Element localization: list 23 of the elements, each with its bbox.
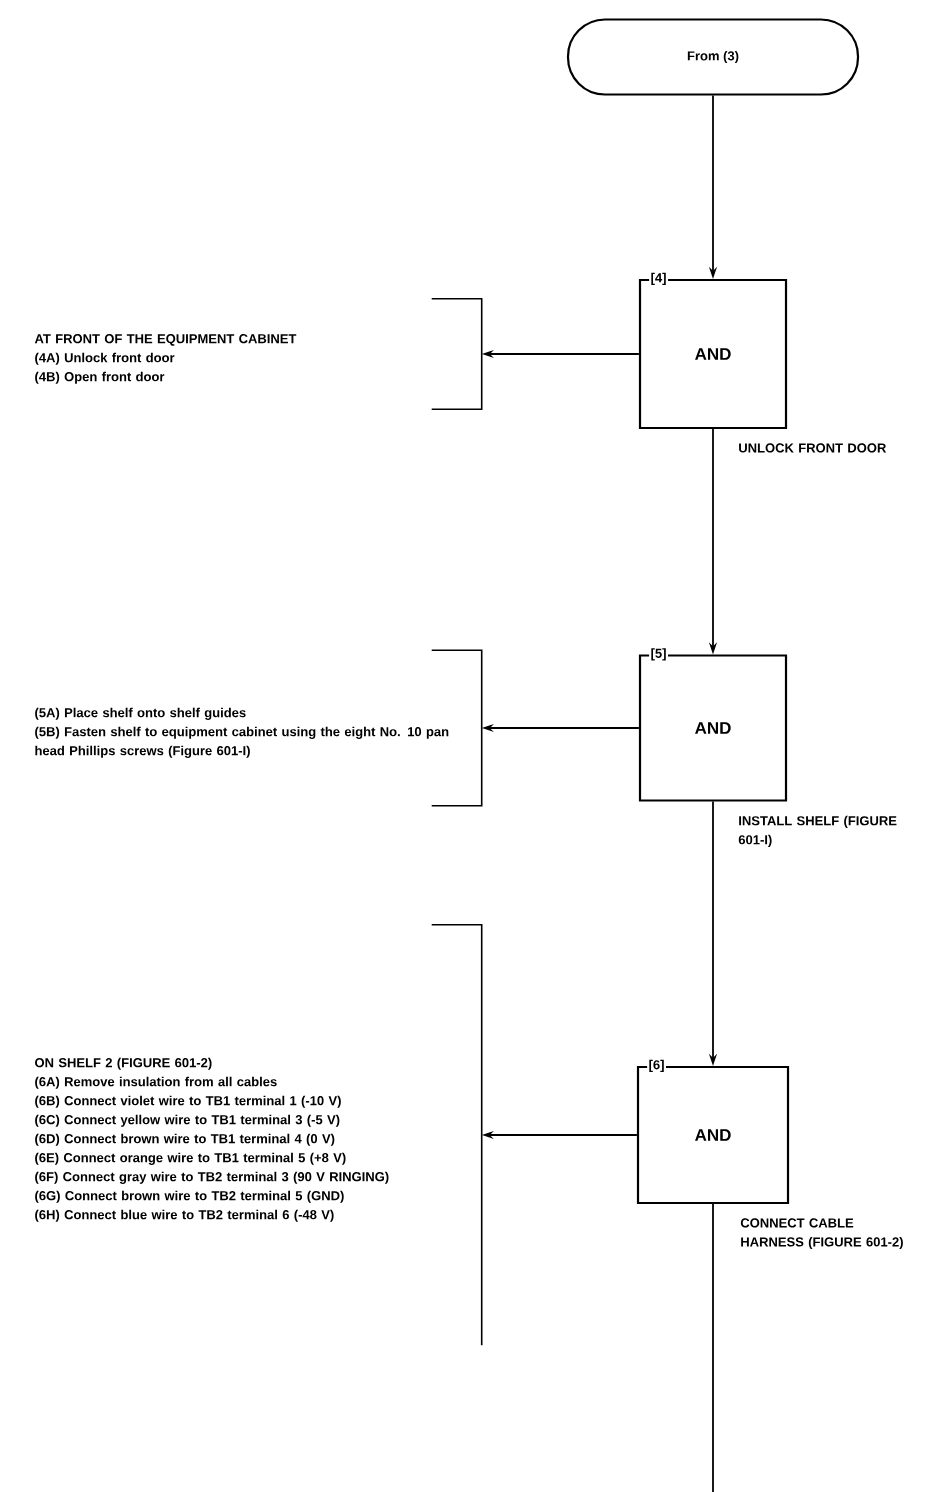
step-text: (6H) Connect blue wire to TB2 terminal 6 (-48 V) [35,1209,334,1222]
step-caption: UNLOCK FRONT DOOR [739,443,887,453]
step-text: (4A) Unlock front door [35,352,175,365]
step-text: (5B) Fasten shelf to equipment cabinet using the eight No. 10 pan head Phillips screws (Figure 601-I) [35,726,449,758]
gate-label: AND [695,348,731,360]
step-text: ON SHELF 2 (FIGURE 601-2) [35,1057,212,1070]
step-text: (6F) Connect gray wire to TB2 terminal 3 (90 V RINGING) [35,1171,389,1184]
step-caption: CONNECT CABLE HARNESS (FIGURE 601-2) [740,1218,903,1250]
step-text: (6A) Remove insulation from all cables [35,1076,277,1089]
step-number: [4] [649,271,668,287]
step-text: (6D) Connect brown wire to TB1 terminal 4 (0 V) [35,1133,335,1146]
step-text: AT FRONT OF THE EQUIPMENT CABINET [34,334,297,346]
step-text: (5A) Place shelf onto shelf guides [35,707,246,720]
step-text: (6G) Connect brown wire to TB2 terminal 5 (GND) [35,1190,344,1203]
step-number: [6] [647,1058,666,1074]
step-text: (6B) Connect violet wire to TB1 terminal 1 (-10 V) [35,1095,341,1108]
step-text: (6E) Connect orange wire to TB1 terminal 5 (+8 V) [35,1152,346,1165]
step-caption: INSTALL SHELF (FIGURE 601-I) [738,815,897,847]
step-number: [5] [649,646,668,662]
step-text: (6C) Connect yellow wire to TB1 terminal 3 (-5 V) [35,1114,340,1127]
gate-label: AND [695,722,731,734]
gate-label: AND [695,1129,731,1141]
step-text: (4B) Open front door [35,371,165,384]
